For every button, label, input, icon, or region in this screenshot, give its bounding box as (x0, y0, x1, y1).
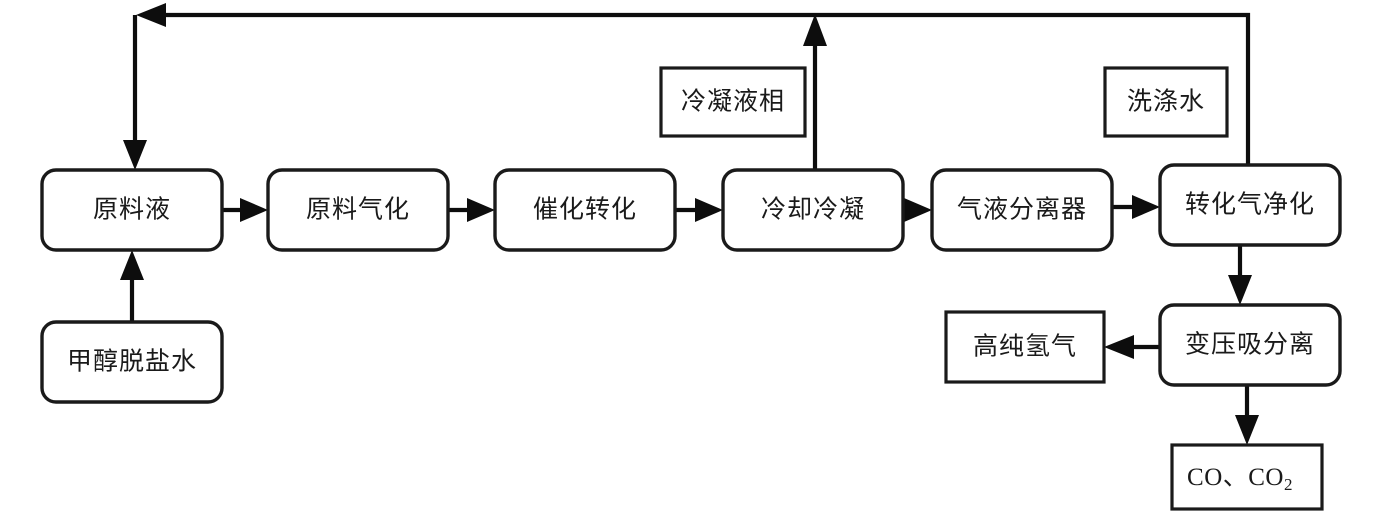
nodes-layer: 原料液 甲醇脱盐水 原料气化 催化转化 冷却冷凝 (40, 66, 1342, 511)
arrow-up-icon (120, 250, 144, 280)
node-condensate-liquid-phase-label: 冷凝液相 (681, 88, 785, 116)
edge-cooling-recycle-up (803, 14, 827, 170)
node-catalytic-conversion-label: 催化转化 (533, 196, 637, 224)
edge-recycle-to-raw-liquid (123, 3, 1251, 170)
node-feed-gasification[interactable]: 原料气化 (266, 168, 450, 252)
arrow-down-icon (123, 140, 147, 170)
node-wash-water-label: 洗涤水 (1127, 88, 1205, 116)
edge-psa-to-co-co2 (1235, 385, 1259, 445)
edge-raw-liquid-to-gasification (222, 198, 268, 222)
node-co-co2-label: CO、CO2 (1187, 464, 1293, 494)
node-high-purity-hydrogen-label: 高纯氢气 (973, 333, 1077, 361)
arrow-up-icon (803, 14, 827, 46)
arrow-left-icon (136, 3, 166, 27)
edge-psa-to-hydrogen (1104, 335, 1160, 359)
node-pressure-swing-adsorption-label: 变压吸分离 (1185, 331, 1315, 359)
node-gas-liquid-separator-label: 气液分离器 (957, 196, 1087, 224)
arrow-left-icon (1104, 335, 1134, 359)
node-gas-liquid-separator[interactable]: 气液分离器 (930, 168, 1114, 252)
node-co-co2[interactable]: CO、CO2 (1170, 443, 1324, 511)
node-wash-water[interactable]: 洗涤水 (1103, 66, 1229, 138)
node-raw-liquid-label: 原料液 (93, 196, 171, 224)
node-converted-gas-purification[interactable]: 转化气净化 (1158, 163, 1342, 247)
edge-purification-to-psa (1228, 245, 1252, 305)
edge-catalytic-to-cooling (675, 198, 723, 222)
node-cooling-condensation[interactable]: 冷却冷凝 (721, 168, 905, 252)
edge-cooling-to-separator (903, 198, 932, 222)
node-feed-gasification-label: 原料气化 (306, 196, 410, 224)
node-pressure-swing-adsorption[interactable]: 变压吸分离 (1158, 303, 1342, 387)
arrow-down-icon (1228, 275, 1252, 305)
arrow-right-icon (695, 198, 723, 222)
node-methanol-demineralized-water[interactable]: 甲醇脱盐水 (40, 320, 224, 404)
node-catalytic-conversion[interactable]: 催化转化 (493, 168, 677, 252)
arrow-right-icon (904, 198, 932, 222)
edge-gasification-to-catalytic (448, 198, 495, 222)
edges-layer (120, 3, 1259, 445)
arrow-right-icon (1132, 195, 1160, 219)
node-raw-liquid[interactable]: 原料液 (40, 168, 224, 252)
node-cooling-condensation-label: 冷却冷凝 (761, 196, 865, 224)
node-converted-gas-purification-label: 转化气净化 (1185, 191, 1315, 219)
node-methanol-demineralized-water-label: 甲醇脱盐水 (67, 348, 197, 376)
arrow-right-icon (240, 198, 268, 222)
edge-methanol-to-raw-liquid (120, 250, 144, 322)
arrow-right-icon (467, 198, 495, 222)
arrow-down-icon (1235, 415, 1259, 445)
node-condensate-liquid-phase[interactable]: 冷凝液相 (659, 66, 807, 138)
edge-separator-to-purification (1112, 195, 1160, 219)
node-high-purity-hydrogen[interactable]: 高纯氢气 (944, 310, 1106, 384)
